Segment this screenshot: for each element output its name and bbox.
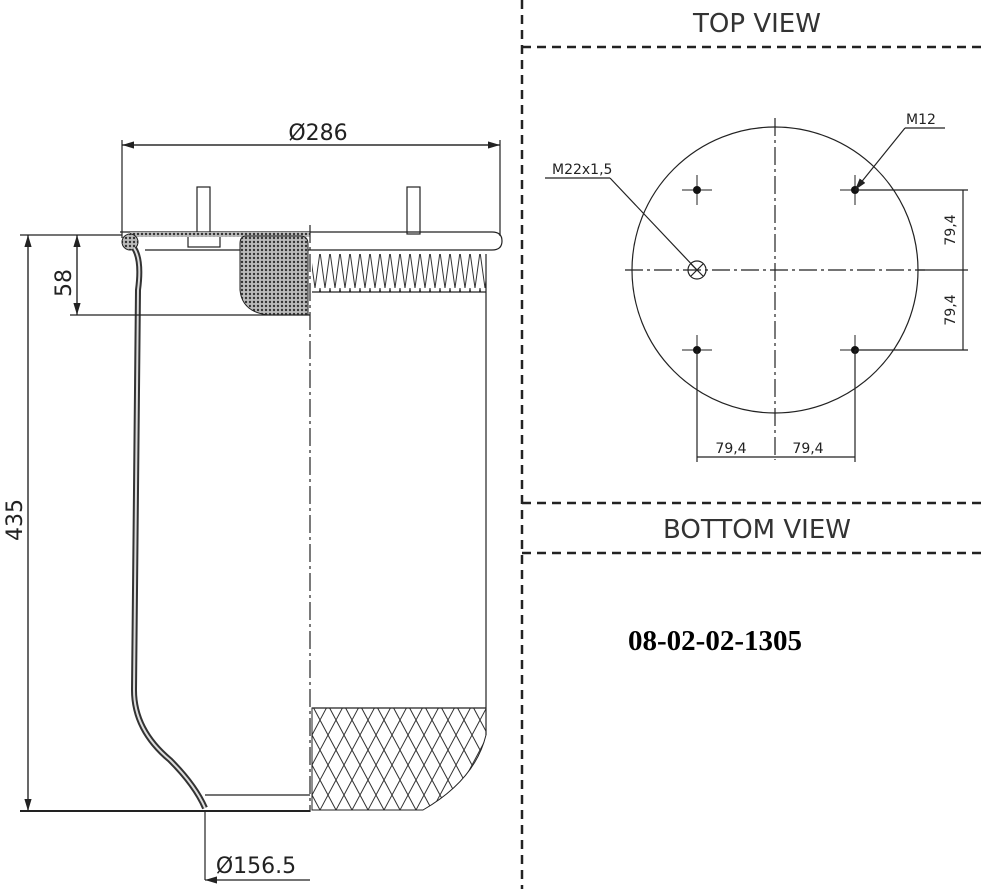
bottom-view-label: BOTTOM VIEW (663, 515, 851, 545)
thread-m12-label: M12 (906, 112, 936, 128)
top-view-label: TOP VIEW (692, 9, 821, 39)
top-section-height-dimension: 58 (52, 269, 77, 297)
top-plate (120, 231, 503, 251)
stud (196, 186, 211, 235)
view-dividers (520, 0, 984, 889)
top-diameter-dimension: Ø286 (288, 121, 347, 146)
part-number: 08-02-02-1305 (628, 625, 802, 657)
vertical-spacing-upper: 79,4 (943, 214, 959, 245)
height-dimension: 435 (3, 499, 28, 541)
horizontal-spacing-right: 79,4 (792, 441, 823, 457)
top-view: M22x1,5 M12 79,4 79,4 79,4 79,4 (545, 112, 968, 462)
bead-section (239, 235, 309, 316)
bottom-diameter-dimension: Ø156.5 (216, 854, 296, 879)
nut (187, 235, 221, 248)
bellows-wall (130, 246, 208, 810)
horizontal-spacing-left: 79,4 (715, 441, 746, 457)
side-view: Ø286 435 58 Ø156.5 (3, 121, 503, 884)
air-port-hole (687, 260, 707, 280)
stud (406, 186, 421, 235)
vertical-spacing-lower: 79,4 (943, 294, 959, 325)
thread-m22-label: M22x1,5 (552, 162, 612, 178)
bellows-mesh (311, 707, 487, 811)
